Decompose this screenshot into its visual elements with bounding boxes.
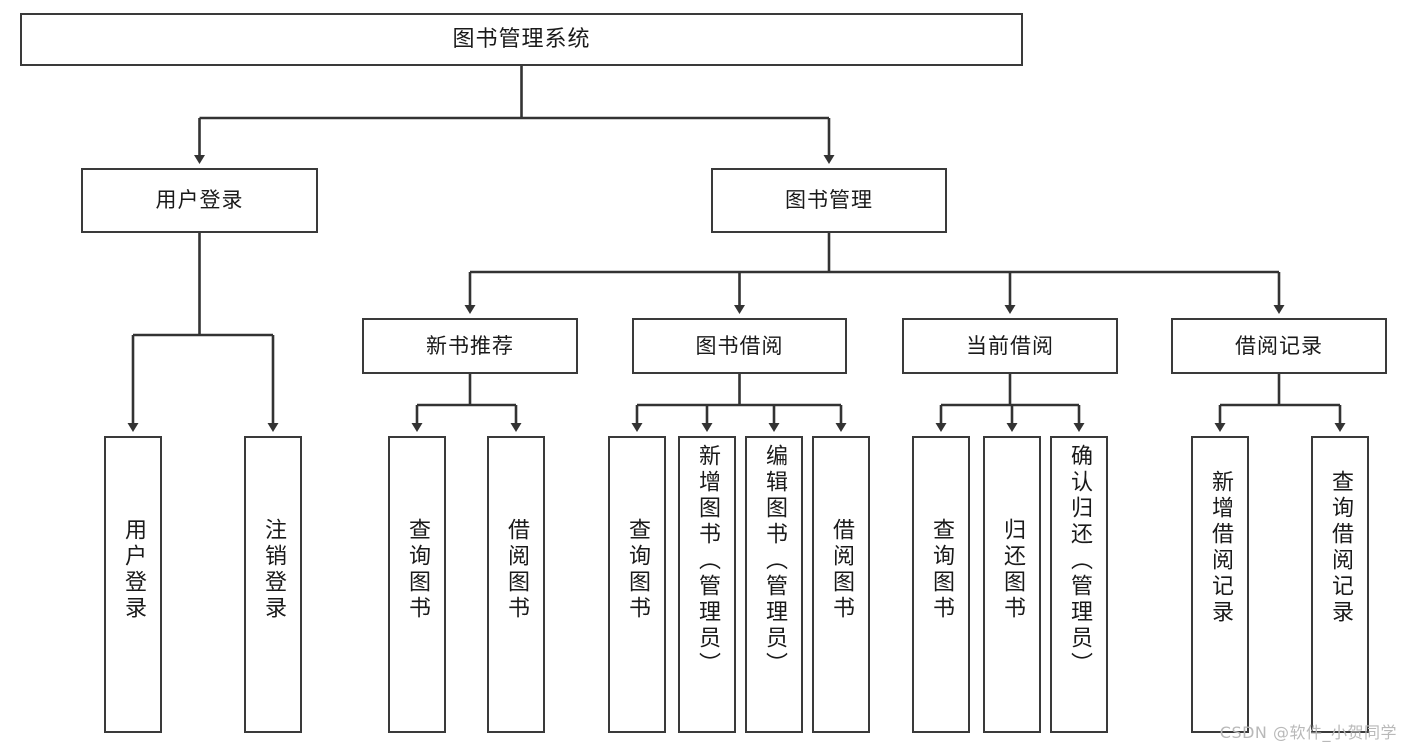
leaf-add-book[interactable]: 新增图书（管理员） — [678, 436, 736, 733]
leaf-user-login-label: 用户登录 — [121, 518, 146, 622]
node-new-book-recommend[interactable]: 新书推荐 — [362, 318, 578, 374]
leaf-user-logout[interactable]: 注销登录 — [244, 436, 302, 733]
node-user-login[interactable]: 用户登录 — [81, 168, 318, 233]
leaf-query-book-1[interactable]: 查询图书 — [388, 436, 446, 733]
leaf-query-book-1-label: 查询图书 — [405, 518, 430, 622]
node-new-book-recommend-label: 新书推荐 — [426, 333, 514, 358]
csdn-watermark: CSDN @软件_小贺同学 — [1219, 723, 1397, 742]
node-book-borrow[interactable]: 图书借阅 — [632, 318, 847, 374]
leaf-confirm-return[interactable]: 确认归还（管理员） — [1050, 436, 1108, 733]
leaf-borrow-book-1-label: 借阅图书 — [504, 518, 529, 622]
leaf-add-record-label: 新增借阅记录 — [1208, 470, 1233, 626]
leaf-confirm-return-label: 确认归还（管理员） — [1067, 444, 1092, 678]
leaf-add-record[interactable]: 新增借阅记录 — [1191, 436, 1249, 733]
leaf-return-book-label: 归还图书 — [1000, 518, 1025, 622]
leaf-return-book[interactable]: 归还图书 — [983, 436, 1041, 733]
leaf-query-book-2[interactable]: 查询图书 — [608, 436, 666, 733]
leaf-query-record-label: 查询借阅记录 — [1328, 470, 1353, 626]
node-book-manage[interactable]: 图书管理 — [711, 168, 947, 233]
node-current-borrow[interactable]: 当前借阅 — [902, 318, 1118, 374]
node-root-label: 图书管理系统 — [452, 26, 591, 52]
node-borrow-record[interactable]: 借阅记录 — [1171, 318, 1387, 374]
node-current-borrow-label: 当前借阅 — [966, 333, 1054, 358]
node-user-login-label: 用户登录 — [155, 188, 244, 213]
leaf-borrow-book-1[interactable]: 借阅图书 — [487, 436, 545, 733]
node-book-borrow-label: 图书借阅 — [695, 333, 784, 358]
leaf-edit-book-label: 编辑图书（管理员） — [762, 444, 787, 678]
node-book-manage-label: 图书管理 — [785, 188, 873, 213]
leaf-edit-book[interactable]: 编辑图书（管理员） — [745, 436, 803, 733]
leaf-borrow-book-2[interactable]: 借阅图书 — [812, 436, 870, 733]
node-borrow-record-label: 借阅记录 — [1235, 333, 1323, 358]
leaf-query-record[interactable]: 查询借阅记录 — [1311, 436, 1369, 733]
leaf-user-login[interactable]: 用户登录 — [104, 436, 162, 733]
leaf-add-book-label: 新增图书（管理员） — [695, 444, 720, 678]
node-root[interactable]: 图书管理系统 — [20, 13, 1023, 66]
leaf-query-book-3[interactable]: 查询图书 — [912, 436, 970, 733]
leaf-user-logout-label: 注销登录 — [261, 518, 286, 622]
leaf-query-book-2-label: 查询图书 — [625, 518, 650, 622]
leaf-borrow-book-2-label: 借阅图书 — [829, 518, 854, 622]
leaf-query-book-3-label: 查询图书 — [929, 518, 954, 622]
